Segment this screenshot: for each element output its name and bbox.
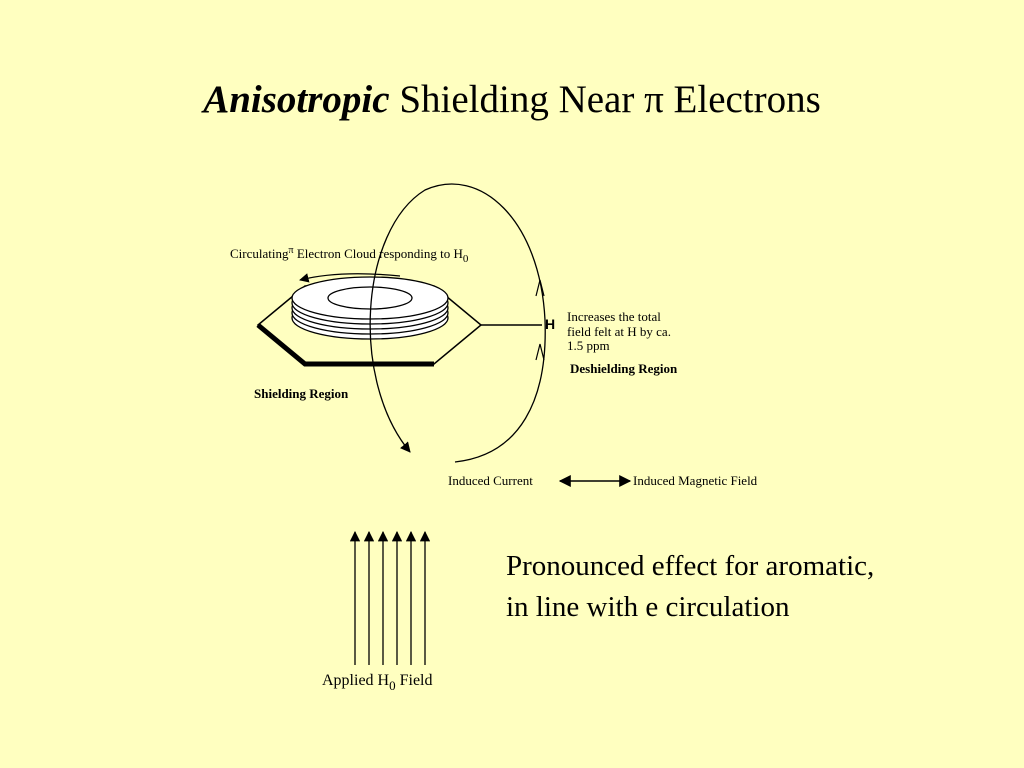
- pi-electron-cloud: [291, 273, 449, 340]
- body-line-1: Pronounced effect for aromatic,: [506, 550, 875, 582]
- title-emphasis: Anisotropic: [203, 78, 390, 121]
- induced-current-label: Induced Current: [448, 473, 533, 488]
- induced-field-loop: [369, 183, 546, 463]
- body-text: Pronounced effect for aromatic, in line …: [506, 546, 874, 628]
- applied-field-arrows: [349, 530, 431, 665]
- applied-field-label: Applied H0 Field: [322, 672, 433, 693]
- title-rest: Shielding Near π Electrons: [399, 78, 821, 121]
- hydrogen-atom-label: H: [545, 316, 556, 332]
- increase-note: Increases the total field felt at H by c…: [567, 309, 674, 353]
- shielding-region-label: Shielding Region: [254, 386, 349, 401]
- deshielding-region-label: Deshielding Region: [570, 361, 678, 376]
- induced-field-label: Induced Magnetic Field: [633, 473, 758, 488]
- slide-title: Anisotropic Shielding Near π Electrons: [0, 76, 1024, 124]
- body-line-2: in line with e circulation: [506, 591, 790, 623]
- cloud-label: Circulatingπ Electron Cloud responding t…: [230, 245, 469, 265]
